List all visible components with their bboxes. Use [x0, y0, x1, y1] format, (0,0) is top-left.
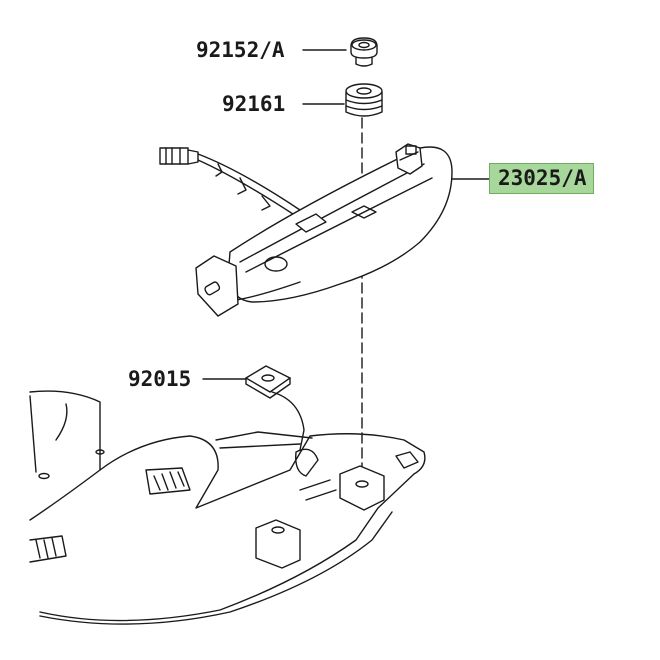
part-label-92152-a[interactable]: 92152/A: [196, 38, 285, 62]
part-label-23025-a-highlighted[interactable]: 23025/A: [489, 163, 594, 194]
leader-lines: [202, 49, 490, 380]
tail-light-assembly-drawing: [195, 143, 453, 317]
rubber-grommet-drawing: [345, 83, 383, 117]
part-label-92015[interactable]: 92015: [128, 367, 192, 391]
rear-fender-drawing: [29, 390, 426, 625]
part-label-92161[interactable]: 92161: [222, 92, 286, 116]
cap-nut-drawing: [350, 37, 378, 67]
wiring-harness-drawing: [159, 147, 301, 217]
square-clip-nut-drawing: [245, 365, 305, 451]
